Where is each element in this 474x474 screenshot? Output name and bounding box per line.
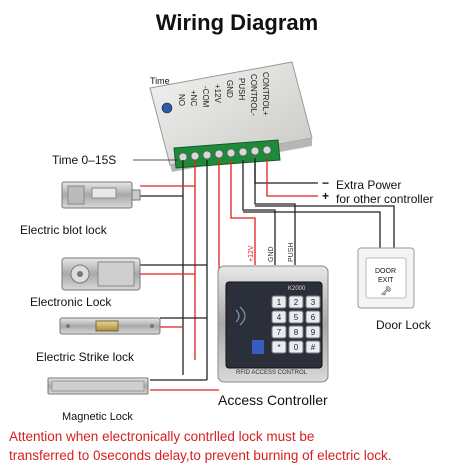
keypad-key-*: * xyxy=(277,343,280,352)
wire-ac-push xyxy=(254,160,296,265)
magnetic-lock-label: Magnetic Lock xyxy=(62,411,133,423)
wire-label-gnd: GND xyxy=(268,246,275,262)
magnetic-lock-image xyxy=(47,377,149,395)
door-lock-label: Door Lock xyxy=(376,318,431,332)
keypad-key-bg xyxy=(271,295,287,309)
wires xyxy=(133,158,395,391)
wire-label-push: PUSH xyxy=(288,242,295,262)
keypad-key-9: 9 xyxy=(311,328,316,337)
keypad-key-8: 8 xyxy=(294,328,299,337)
warning-line-1: Attention when electronically contrlled … xyxy=(9,429,315,444)
keypad-key-bg xyxy=(305,295,321,309)
terminal-push-label: PUSH xyxy=(237,78,246,101)
exit-button-exit-text: EXIT xyxy=(378,277,394,284)
keypad-key-bg xyxy=(288,310,304,324)
keypad-key-#: # xyxy=(311,343,316,352)
terminal-control-minus-label: CONTROL- xyxy=(249,74,258,116)
wire-control-plus xyxy=(266,158,318,197)
keypad-key-2: 2 xyxy=(294,298,299,307)
keypad-key-6: 6 xyxy=(311,313,316,322)
warning-line-2: transferred to 0seconds delay,to prevent… xyxy=(9,448,392,463)
diagram-title: Wiring Diagram xyxy=(155,10,319,35)
terminal-com-label: -COM xyxy=(201,86,210,108)
other-controller-label: for other controller xyxy=(336,192,434,206)
time-label: Time xyxy=(150,76,170,86)
keypad-key-1: 1 xyxy=(277,298,282,307)
terminal-no-label: NO xyxy=(177,94,186,106)
wire-control-minus xyxy=(254,158,318,184)
power-minus-sign: − xyxy=(322,176,330,190)
keypad-key-bg xyxy=(288,340,304,354)
keypad-key-bg xyxy=(305,310,321,324)
keypad-key-bg xyxy=(271,340,287,354)
wire-ac-gnd xyxy=(242,160,276,265)
power-plus-sign: + xyxy=(322,189,330,203)
keypad-key-bg xyxy=(305,325,321,339)
electronic-lock-image xyxy=(61,257,141,291)
access-controller-image xyxy=(217,265,329,383)
keypad-key-7: 7 xyxy=(277,328,282,337)
keypad-keys: 1 2 3 4 5 6 7 8 9 * 0 # xyxy=(271,295,321,354)
keypad-key-bg xyxy=(288,325,304,339)
access-controller-label: Access Controller xyxy=(218,392,328,408)
keypad-model: K2000 xyxy=(288,286,306,292)
wire-exit-b xyxy=(255,205,395,250)
keypad-key-4: 4 xyxy=(277,313,282,322)
rfid-symbol xyxy=(235,306,246,326)
wire-exit-a xyxy=(243,211,381,250)
electronic-lock-label: Electronic Lock xyxy=(30,295,112,309)
extra-power-label: Extra Power xyxy=(336,178,402,192)
strike-lock-label: Electric Strike lock xyxy=(36,350,135,364)
keypad-key-bg xyxy=(271,310,287,324)
terminal-gnd-label: GND xyxy=(225,80,234,98)
status-indicator xyxy=(252,340,264,354)
terminal-12v-label: +12V xyxy=(213,84,222,103)
exit-button-image: 🗝 xyxy=(357,247,415,309)
terminal-screws xyxy=(178,145,272,162)
keypad-key-bg xyxy=(305,340,321,354)
bolt-lock-image xyxy=(61,181,141,209)
wire-label-12v: +12V xyxy=(248,245,255,262)
keypad-key-3: 3 xyxy=(311,298,316,307)
keypad-key-0: 0 xyxy=(294,343,299,352)
svg-text:🗝: 🗝 xyxy=(380,286,391,297)
terminal-control-plus-label: CONTROL+ xyxy=(261,72,270,116)
time-knob xyxy=(161,102,173,114)
keypad-key-bg xyxy=(288,295,304,309)
exit-button-door-text: DOOR xyxy=(375,268,396,275)
controller-box xyxy=(149,61,313,172)
keypad-key-bg xyxy=(271,325,287,339)
strike-lock-image xyxy=(59,317,161,335)
keypad-brand: RFID ACCESS CONTROL xyxy=(236,370,308,376)
keypad-key-5: 5 xyxy=(294,313,299,322)
terminal-nc-label: +NC xyxy=(189,90,198,107)
bolt-lock-label: Electric blot lock xyxy=(20,223,107,237)
time-range-label: Time 0–15S xyxy=(52,153,117,167)
wire-ac-12v xyxy=(230,160,256,265)
